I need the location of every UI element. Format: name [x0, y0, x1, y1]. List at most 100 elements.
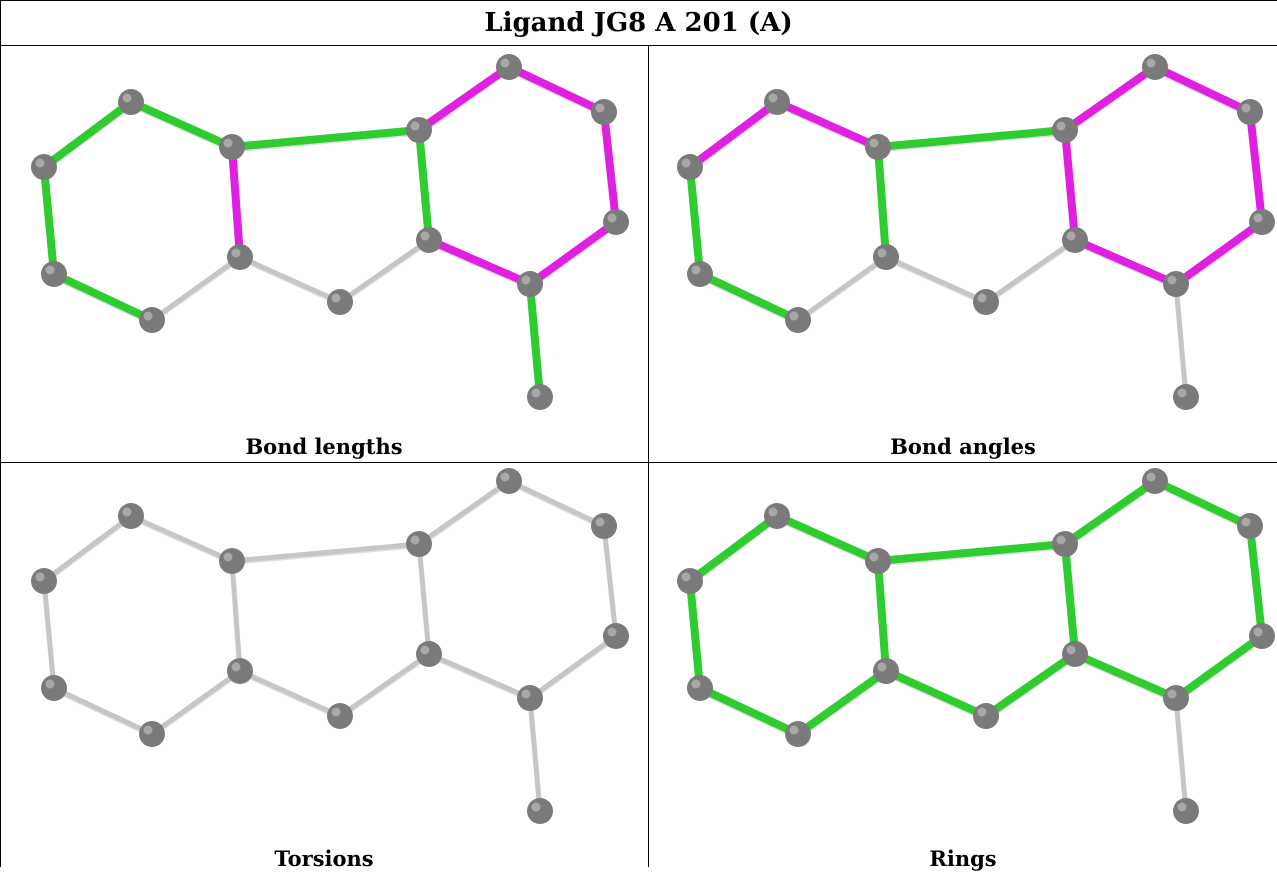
atom	[139, 307, 165, 333]
bond	[527, 633, 619, 701]
atom	[527, 384, 553, 410]
atom	[687, 675, 713, 701]
bond	[40, 98, 135, 171]
bond	[686, 98, 781, 171]
bond	[1173, 695, 1189, 814]
bond	[228, 143, 244, 261]
atom	[1062, 641, 1088, 667]
caption-rings: Rings	[929, 846, 997, 871]
atom	[764, 89, 790, 115]
panel-bond-lengths	[4, 52, 644, 462]
atom	[227, 658, 253, 684]
bond	[415, 126, 433, 244]
atom	[139, 721, 165, 747]
atom	[517, 271, 543, 297]
bond	[983, 237, 1078, 305]
atom	[118, 89, 144, 115]
bond	[149, 254, 243, 323]
atom	[764, 503, 790, 529]
atom	[873, 658, 899, 684]
panel-torsions	[4, 466, 644, 876]
atom	[1052, 531, 1078, 557]
bond	[982, 650, 1079, 720]
horizontal-divider	[0, 462, 1277, 463]
bond	[128, 513, 235, 564]
bond	[1172, 632, 1266, 702]
bond	[425, 236, 534, 288]
bond	[237, 668, 343, 719]
atom	[1142, 468, 1168, 494]
bond	[415, 63, 513, 134]
atom	[406, 531, 432, 557]
bond	[696, 270, 802, 324]
bond	[1246, 108, 1266, 226]
title-row: Ligand JG8 A 201 (A)	[0, 0, 1277, 46]
atom	[1249, 623, 1275, 649]
atom	[1237, 513, 1263, 539]
bond	[773, 512, 882, 565]
bond	[149, 668, 243, 737]
bond	[426, 651, 533, 701]
bond	[773, 98, 882, 151]
bond	[50, 270, 156, 324]
molecule-torsions	[31, 468, 629, 824]
atom	[687, 261, 713, 287]
atom	[1142, 54, 1168, 80]
bond	[51, 685, 155, 737]
bond	[601, 523, 619, 639]
bond	[874, 557, 890, 675]
bond	[1151, 63, 1254, 116]
bond	[505, 63, 608, 116]
bond	[1071, 650, 1180, 702]
atom	[1173, 384, 1199, 410]
bond	[237, 254, 343, 305]
atom	[973, 703, 999, 729]
bond	[416, 541, 432, 657]
atom	[416, 227, 442, 253]
atom	[785, 721, 811, 747]
atom	[496, 468, 522, 494]
bond	[600, 108, 620, 226]
atom	[1163, 685, 1189, 711]
bond	[526, 280, 544, 401]
caption-bond-angles: Bond angles	[890, 434, 1036, 459]
atom	[41, 675, 67, 701]
bond	[686, 512, 781, 585]
bond	[795, 254, 889, 323]
atom	[603, 209, 629, 235]
panel-bond-angles	[650, 52, 1277, 462]
atom	[327, 703, 353, 729]
atom	[973, 289, 999, 315]
bond	[526, 218, 620, 288]
bond	[686, 577, 704, 692]
atom	[1173, 798, 1199, 824]
atom	[406, 117, 432, 143]
vertical-divider	[648, 46, 649, 867]
bond	[337, 651, 432, 719]
bond	[882, 667, 990, 720]
bond	[883, 254, 989, 305]
bond	[696, 684, 802, 738]
atom	[31, 154, 57, 180]
bond	[1173, 281, 1189, 400]
atom	[865, 548, 891, 574]
atom	[416, 641, 442, 667]
bond	[874, 126, 1069, 151]
atom	[591, 99, 617, 125]
bond	[794, 667, 890, 738]
bond	[1172, 218, 1266, 288]
bond	[686, 163, 704, 278]
bond	[1061, 126, 1079, 244]
bond	[874, 143, 890, 261]
bond	[228, 126, 423, 151]
atom	[1062, 227, 1088, 253]
atom	[227, 244, 253, 270]
bond	[1071, 236, 1180, 288]
atom	[1052, 117, 1078, 143]
panel-rings	[650, 466, 1277, 876]
atom	[603, 623, 629, 649]
molecule-bond-lengths	[31, 54, 629, 410]
atom	[1249, 209, 1275, 235]
molecule-bond-angles	[677, 54, 1275, 410]
